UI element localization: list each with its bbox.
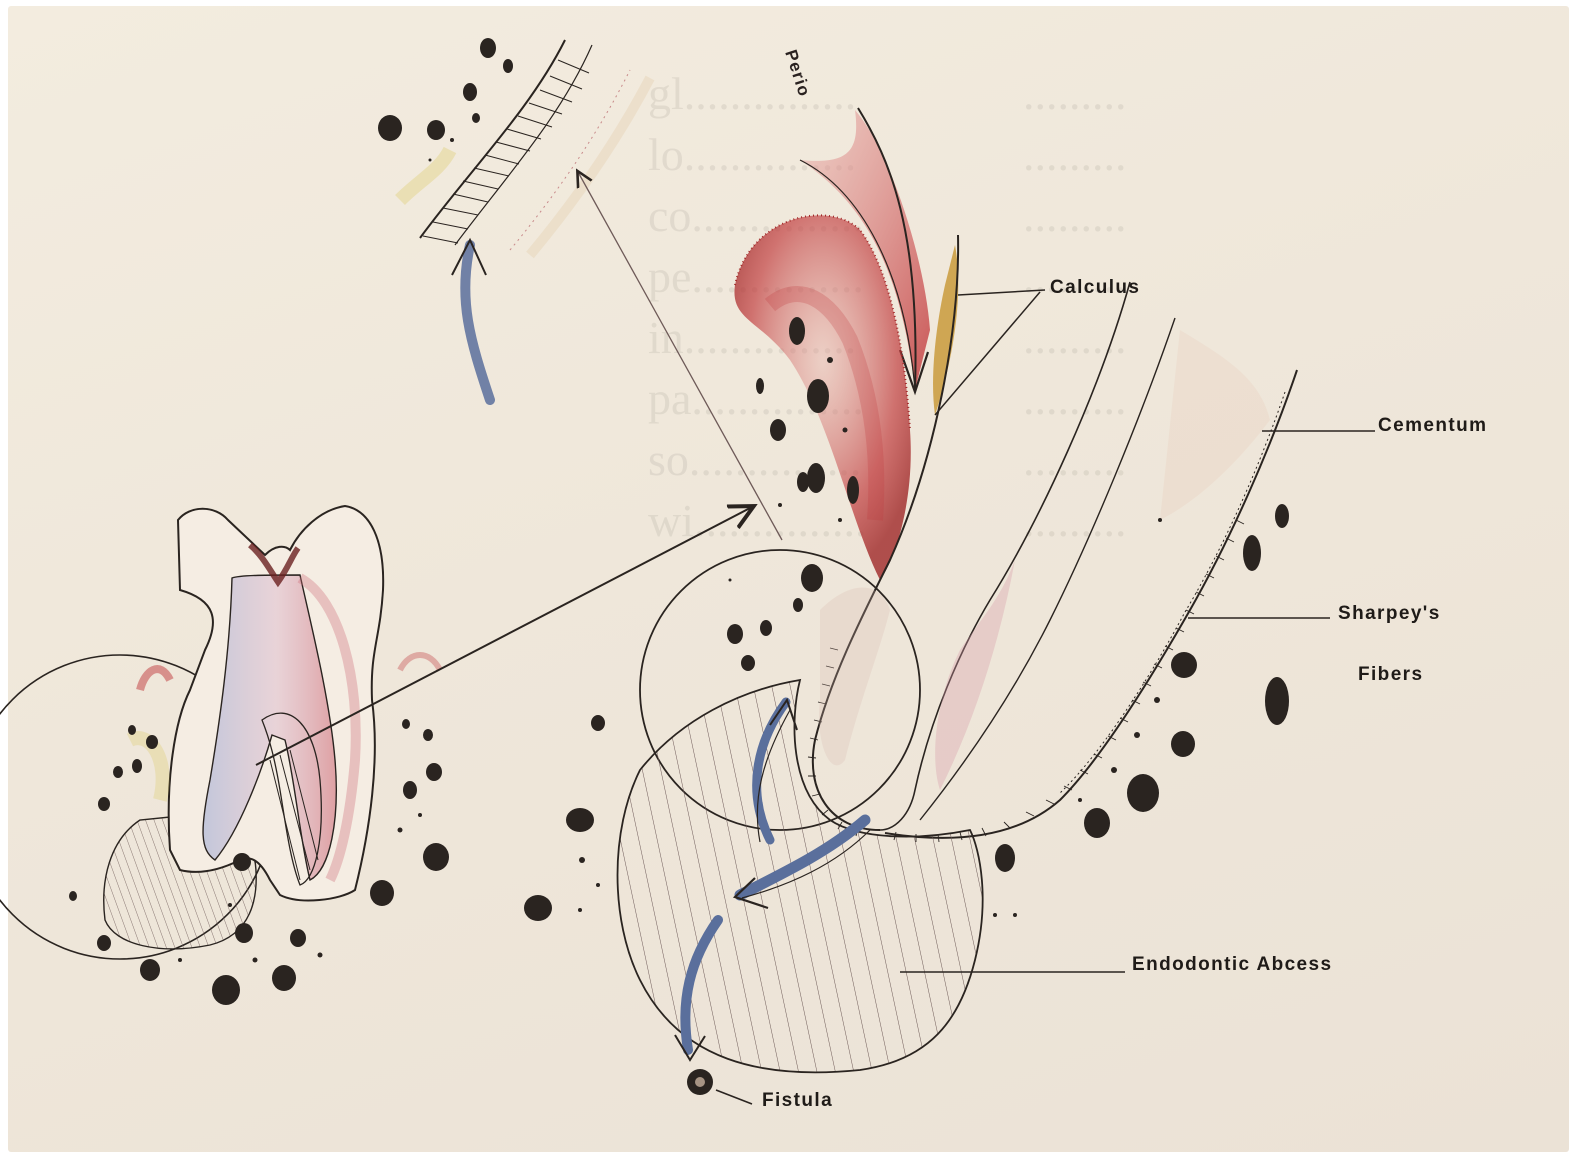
label-cementum: Cementum [1378, 415, 1487, 436]
label-fibers: Fibers [1358, 664, 1423, 685]
bone-cells-lower-middle [524, 808, 600, 921]
magnified-ligament-strip [400, 40, 650, 255]
label-calculus: Calculus [1050, 277, 1140, 298]
label-endodontic-abcess: Endodontic Abcess [1132, 954, 1332, 975]
calculus-deposit [933, 245, 958, 415]
bone-cells-right [993, 504, 1289, 917]
label-fistula: Fistula [762, 1090, 833, 1111]
molar-tooth [130, 506, 440, 900]
magnify-pointer-line [578, 172, 782, 540]
fistula-opening [687, 1069, 752, 1104]
label-perio: Perio [781, 47, 814, 99]
label-sharpeys: Sharpey's [1338, 603, 1441, 624]
bone-cells-middle [591, 317, 859, 731]
blue-flow-arrow-top [465, 245, 490, 400]
bone-cells-top-left [378, 38, 513, 162]
